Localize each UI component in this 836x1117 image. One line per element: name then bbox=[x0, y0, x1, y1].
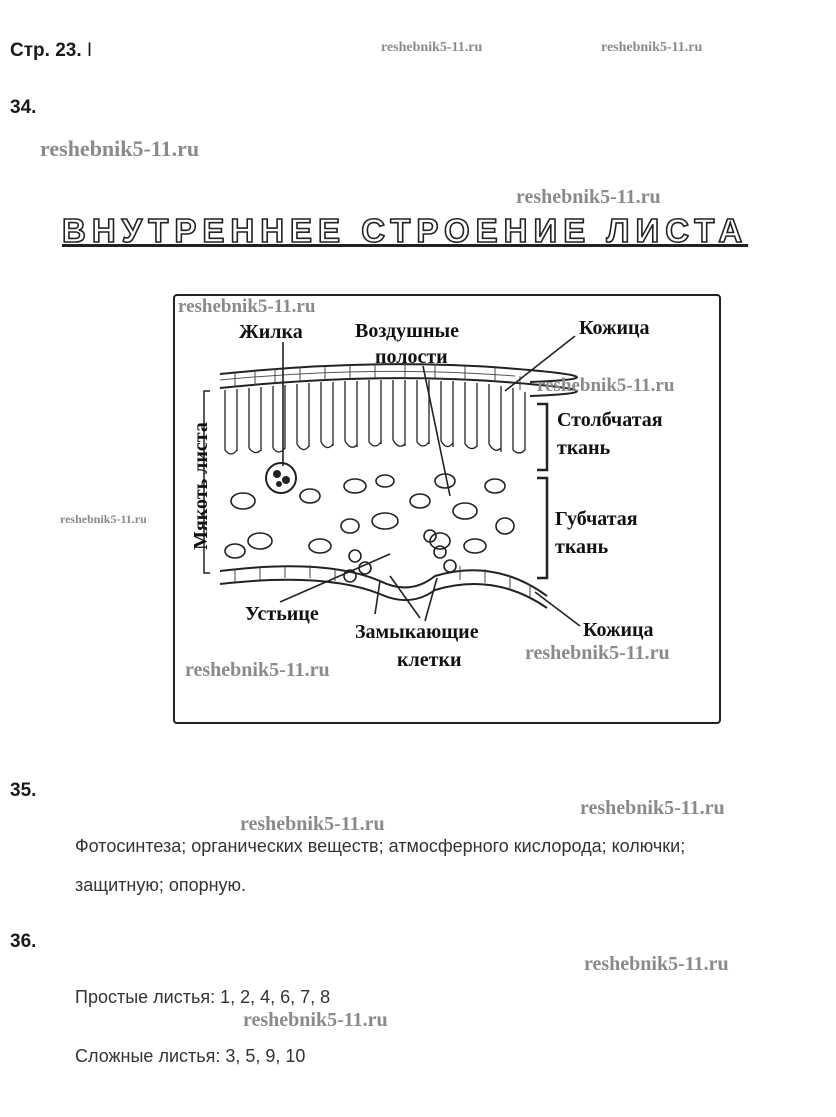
label-guard-cells-2: клетки bbox=[397, 649, 462, 671]
diagram-title: ВНУТРЕННЕЕ СТРОЕНИЕ ЛИСТА bbox=[61, 211, 749, 250]
watermark: reshebnik5-11.ru bbox=[516, 186, 661, 208]
answer-36-simple: Простые листья: 1, 2, 4, 6, 7, 8 bbox=[75, 987, 331, 1007]
watermark: reshebnik5-11.ru bbox=[584, 953, 729, 975]
label-spongy-2: ткань bbox=[555, 536, 609, 558]
leaf-cross-section-drawing bbox=[203, 335, 581, 627]
label-epidermis-bottom: Кожица bbox=[583, 619, 654, 641]
question-35-number: 35. bbox=[10, 780, 37, 801]
watermark: reshebnik5-11.ru bbox=[243, 1009, 388, 1031]
label-epidermis-top: Кожица bbox=[579, 317, 650, 339]
label-vein: Жилка bbox=[239, 321, 303, 343]
watermark: reshebnik5-11.ru bbox=[178, 296, 316, 317]
answer-35-line-1: Фотосинтеза; органических веществ; атмос… bbox=[75, 836, 686, 856]
question-36-number: 36. bbox=[10, 931, 37, 952]
page-number: Стр. 23. bbox=[10, 40, 82, 61]
leaf-structure-diagram: Жилка Воздушные полости Кожица Столбчата… bbox=[173, 294, 721, 724]
watermark: reshebnik5-11.ru bbox=[381, 40, 483, 55]
watermark: reshebnik5-11.ru bbox=[537, 375, 675, 396]
watermark: reshebnik5-11.ru bbox=[60, 512, 147, 526]
watermark: reshebnik5-11.ru bbox=[580, 797, 725, 819]
label-palisade-2: ткань bbox=[557, 437, 611, 459]
answer-35-line-2: защитную; опорную. bbox=[75, 875, 247, 895]
cursor-mark: I bbox=[86, 40, 93, 61]
watermark: reshebnik5-11.ru bbox=[601, 40, 703, 55]
label-leaf-pulp: Мякоть листа bbox=[190, 422, 212, 550]
watermark: reshebnik5-11.ru bbox=[40, 136, 200, 161]
label-air-cavities-2: полости bbox=[375, 346, 448, 368]
watermark: reshebnik5-11.ru bbox=[525, 642, 670, 664]
label-guard-cells-1: Замыкающие bbox=[355, 621, 479, 643]
label-spongy-1: Губчатая bbox=[555, 508, 638, 530]
question-34-number: 34. bbox=[10, 97, 37, 118]
page-header: Стр. 23. I bbox=[10, 40, 92, 62]
answer-36-compound: Сложные листья: 3, 5, 9, 10 bbox=[75, 1046, 306, 1066]
watermark: reshebnik5-11.ru bbox=[240, 813, 385, 835]
label-palisade-1: Столбчатая bbox=[557, 409, 663, 431]
watermark: reshebnik5-11.ru bbox=[185, 659, 330, 681]
label-air-cavities-1: Воздушные bbox=[355, 320, 460, 342]
label-stoma: Устьице bbox=[245, 603, 319, 625]
